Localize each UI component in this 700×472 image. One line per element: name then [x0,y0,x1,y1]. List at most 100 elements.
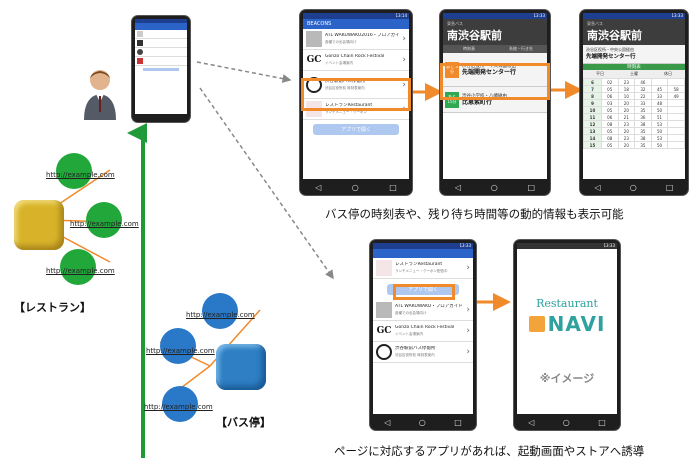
chevron-right-icon: › [466,263,470,273]
chevron-right-icon: › [402,79,406,90]
timetable-minute: 35 [634,141,652,149]
recents-icon: □ [527,182,536,192]
restaurant-url-link[interactable]: http://example.com [46,171,115,179]
stop-name: 南渋谷駅前 [447,29,502,42]
tab-saturday[interactable]: 土曜 [630,71,638,76]
list-item[interactable]: ATL WAKUWAKU・プロアガイド各種での出会場向け› [373,300,473,321]
recents-icon: □ [454,417,462,427]
timetable-minute: 50 [650,127,669,135]
timetable-hour: 13 [583,127,602,135]
stop-name: 南渋谷駅前 [587,29,642,42]
timetable-minute: 20 [617,141,636,149]
timetable-minute: 05 [600,127,619,135]
app-title: BEACONS [303,19,409,29]
timetable-minute: 50 [650,106,669,114]
timetable-minute [667,141,685,149]
android-navbar: ◁○□ [580,179,688,195]
android-navbar: ◁○□ [370,414,476,430]
back-icon: ◁ [594,182,601,192]
timetable-minute [667,99,685,107]
bus-logo-icon [376,344,392,360]
bus-url-link[interactable]: http://example.com [144,403,213,411]
timetable-minute [667,113,685,121]
back-icon: ◁ [384,417,391,427]
android-navbar: ◁○□ [300,179,412,195]
timetable-minute: 05 [600,106,619,114]
timetable-minute: 53 [650,120,669,128]
phone-beacon-list: 13:14 BEACONS ATL WAKUWAKU2016・プロアガイド各種で… [300,10,412,195]
bus-signal-circle [202,293,238,329]
timetable-minute: 38 [634,134,652,142]
restaurant-signal-circle [56,153,92,189]
caption-top: バス停の時刻表や、残り待ち時間等の動的情報も表示可能 [325,207,624,221]
chevron-right-icon: › [466,347,470,357]
timetable-hour: 8 [583,92,602,100]
restaurant-url-link[interactable]: http://example.com [46,267,115,275]
restaurant-signal-circle [86,202,122,238]
timetable-title: 時刻表 [583,64,685,70]
timetable-minute: 20 [617,127,636,135]
timetable-minute: 32 [634,85,652,93]
timetable-minute [667,120,685,128]
back-icon: ◁ [315,182,322,192]
phone-bus-arrivals: 13:33 東急バス 南渋谷駅前 時刻表系統・行き先 あと 3分 渋谷区役所・中… [440,10,550,195]
timetable-minute: 49 [667,92,685,100]
bus-stop-label: 【バス停】 [216,416,271,429]
restaurant-url-link[interactable]: http://example.com [70,220,139,228]
timetable-hour: 15 [583,141,602,149]
phone-timetable: 13:33 東急バス 南渋谷駅前 渋谷区役所・中央公園経由 先端開発センター行 … [580,10,688,195]
bus-signal-circle [162,386,198,422]
timetable-minute: 50 [650,141,669,149]
home-icon: ○ [351,182,359,192]
chevron-right-icon: › [466,326,470,336]
caption-bottom: ページに対応するアプリがあれば、起動画面やストアへ誘導 [334,444,645,458]
timetable-minute: 45 [650,85,669,93]
timetable-hour: 9 [583,99,602,107]
tab-weekday[interactable]: 平日 [596,71,604,76]
home-icon: ○ [562,417,570,427]
bus-url-link[interactable]: http://example.com [186,311,255,319]
dashed-arrow-bottom [199,87,334,280]
timetable-minute: 05 [600,141,619,149]
restaurant-signal-circle [60,249,96,285]
phone-splash: 13:33 Restaurant NAVI ※イメージ ◁○□ [514,240,620,430]
timetable-minute: 58 [667,85,685,93]
timetable-minute [650,78,669,86]
timetable-minute: 23 [617,120,636,128]
list-item[interactable]: ATL WAKUWAKU2016・プロアガイド各種での出会場向け› [303,29,409,50]
highlight-open-app [393,284,455,300]
timetable-minute: 20 [617,106,636,114]
timetable-minute: 38 [634,120,652,128]
highlight-arrival [440,63,550,100]
restaurant-beacon [14,200,64,250]
open-app-button[interactable]: アプリで開く [387,284,459,295]
timetable-minute [667,78,685,86]
timetable-minute: 51 [650,113,669,121]
tab-holiday[interactable]: 休日 [664,71,672,76]
timetable-minute: 06 [600,113,619,121]
timetable-minute: 08 [600,134,619,142]
bus-signal-circle [160,328,196,364]
timetable-minute: 20 [617,99,636,107]
list-item[interactable]: 渋谷駅前バス停留所渋谷区役所前 時刻表案内› [303,71,409,99]
arrival-row[interactable]: あと 15分 渋谷小学校・八幡磁由比恵紫町行 [443,87,547,113]
timetable-minute: 33 [634,99,652,107]
timetable-minute [667,127,685,135]
android-navbar: ◁○□ [514,414,620,430]
timetable-minute: 05 [600,85,619,93]
timetable-minute: 35 [634,127,652,135]
recents-icon: □ [665,182,674,192]
timetable-minute [667,134,685,142]
home-icon: ○ [490,182,498,192]
bus-url-link[interactable]: http://example.com [146,347,215,355]
arrival-row[interactable]: あと 3分 渋谷区役所・中央公園経由先端開発センター行 [443,53,547,87]
open-app-button[interactable]: アプリで開く [313,124,399,135]
list-item[interactable]: 渋谷駅前バス停留所渋谷区役所前 時刻表案内› [373,342,473,363]
chevron-right-icon: › [402,34,406,44]
